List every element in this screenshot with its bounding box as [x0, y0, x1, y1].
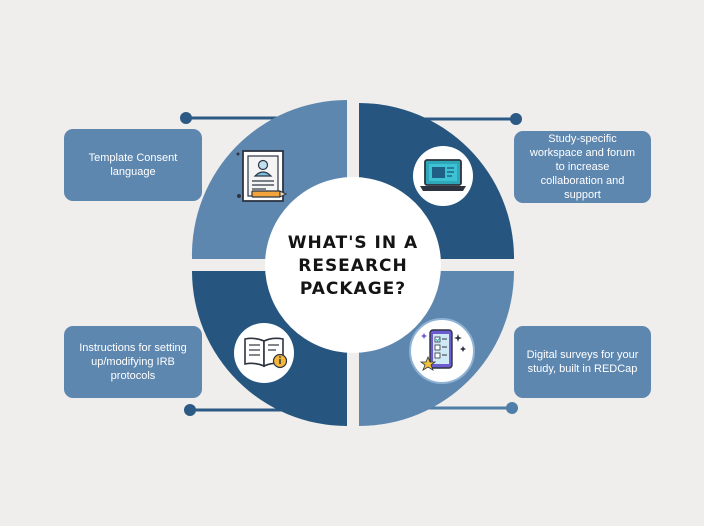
item-box-irb: Instructions for setting up/modifying IR… [64, 326, 202, 398]
center-title-line-2: RESEARCH [298, 255, 408, 276]
center-title-line-1: WHAT'S IN A [287, 232, 419, 253]
connector-top-left [180, 112, 282, 124]
open-book-info-icon [234, 323, 294, 383]
consent-document-icon [236, 150, 288, 202]
item-box-consent: Template Consent language [64, 129, 202, 201]
item-text-workspace: Study-specific workspace and forum to in… [529, 133, 636, 201]
phone-survey-icon [409, 318, 475, 384]
connector-bottom-left [184, 404, 286, 416]
item-box-workspace: Study-specific workspace and forum to in… [514, 131, 651, 203]
center-title-line-3: PACKAGE? [299, 278, 407, 299]
center-circle [265, 177, 441, 353]
laptop-workspace-icon [413, 146, 473, 206]
connector-bottom-right [420, 402, 518, 414]
item-box-surveys: Digital surveys for your study, built in… [514, 326, 651, 398]
item-text-consent: Template Consent language [88, 152, 178, 178]
center-title: WHAT'S IN A RESEARCH PACKAGE? [268, 218, 438, 314]
connector-top-right [420, 113, 522, 125]
item-text-irb: Instructions for setting up/modifying IR… [79, 342, 187, 382]
item-text-surveys: Digital surveys for your study, built in… [526, 349, 639, 375]
